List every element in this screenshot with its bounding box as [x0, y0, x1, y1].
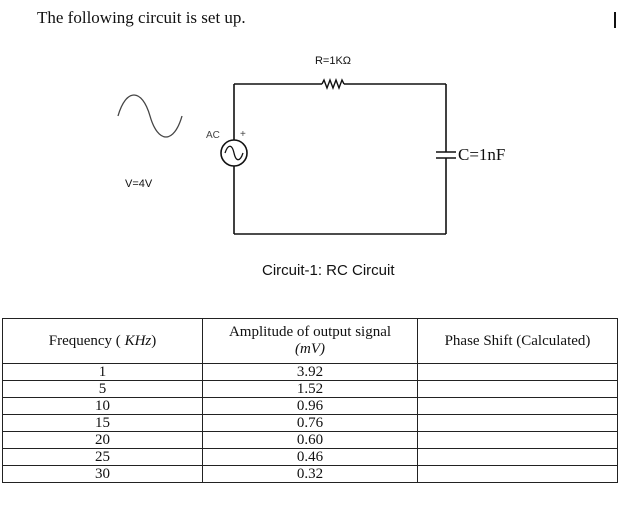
cell-amplitude: 0.76 — [202, 414, 418, 432]
ac-source-icon — [220, 139, 248, 167]
cell-amplitude: 3.92 — [202, 363, 418, 381]
cell-phase[interactable] — [417, 465, 618, 483]
cell-frequency: 1 — [2, 363, 203, 381]
voltage-label: V=4V — [125, 178, 153, 190]
cell-phase[interactable] — [417, 397, 618, 415]
cell-phase[interactable] — [417, 431, 618, 449]
table-row: 5 1.52 — [2, 380, 618, 398]
sine-wave-icon — [117, 94, 183, 138]
cell-amplitude: 1.52 — [202, 380, 418, 398]
cell-frequency: 30 — [2, 465, 203, 483]
capacitor-icon — [436, 151, 456, 159]
table-header-row: Frequency ( KHz) Amplitude of output sig… — [2, 318, 618, 364]
cell-amplitude: 0.32 — [202, 465, 418, 483]
resistor-label: R=1KΩ — [315, 55, 351, 67]
cell-phase[interactable] — [417, 380, 618, 398]
circuit-wires — [233, 83, 447, 235]
cell-phase[interactable] — [417, 363, 618, 381]
text-cursor-mark — [614, 12, 616, 28]
rc-circuit-diagram: R=1KΩ C=1nF AC + V=4V — [117, 55, 505, 235]
capacitor-label: C=1nF — [458, 145, 505, 164]
cell-frequency: 10 — [2, 397, 203, 415]
cell-amplitude: 0.46 — [202, 448, 418, 466]
table-row: 30 0.32 — [2, 465, 618, 483]
source-tag: AC — [206, 130, 220, 141]
intro-text: The following circuit is set up. — [37, 8, 246, 27]
cell-phase[interactable] — [417, 448, 618, 466]
header-phase-shift: Phase Shift (Calculated) — [417, 318, 618, 364]
header-frequency: Frequency ( KHz) — [2, 318, 203, 364]
cell-frequency: 20 — [2, 431, 203, 449]
cell-amplitude: 0.60 — [202, 431, 418, 449]
cell-frequency: 5 — [2, 380, 203, 398]
header-amplitude: Amplitude of output signal (mV) — [202, 318, 418, 364]
cell-phase[interactable] — [417, 414, 618, 432]
cell-frequency: 25 — [2, 448, 203, 466]
resistor-icon — [321, 78, 345, 90]
measurement-table: Frequency ( KHz) Amplitude of output sig… — [2, 318, 618, 483]
cell-frequency: 15 — [2, 414, 203, 432]
table-row: 1 3.92 — [2, 363, 618, 381]
table-row: 10 0.96 — [2, 397, 618, 415]
table-row: 25 0.46 — [2, 448, 618, 466]
circuit-caption: Circuit-1: RC Circuit — [262, 262, 395, 279]
cell-amplitude: 0.96 — [202, 397, 418, 415]
table-row: 20 0.60 — [2, 431, 618, 449]
table-row: 15 0.76 — [2, 414, 618, 432]
source-plus-sign: + — [240, 129, 246, 140]
